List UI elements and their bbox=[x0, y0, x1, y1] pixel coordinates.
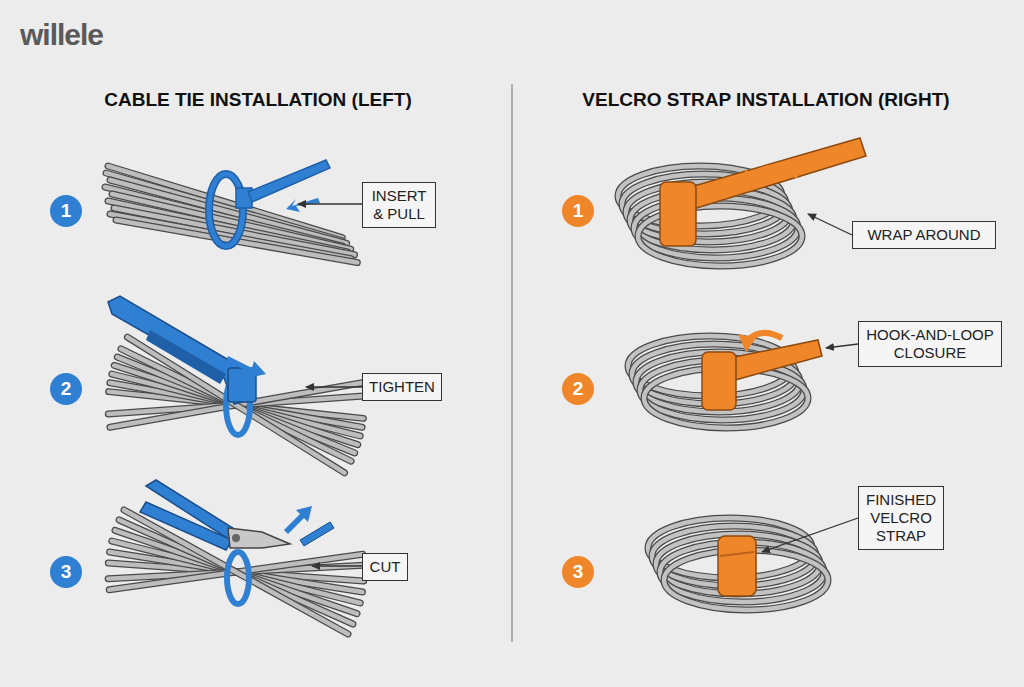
step-number: 3 bbox=[61, 561, 72, 583]
circle-shape bbox=[50, 195, 82, 227]
step-number-circle: 1 bbox=[561, 194, 595, 228]
callout-text: WRAP AROUND bbox=[867, 226, 980, 244]
tensioning-tool bbox=[226, 356, 266, 378]
callout-text: HOOK-AND-LOOP CLOSURE bbox=[863, 326, 997, 361]
step-number-circle: 3 bbox=[49, 555, 83, 589]
cable-bundle bbox=[108, 337, 363, 473]
circle-shape bbox=[562, 556, 594, 588]
callout-box: FINISHED VELCRO STRAP bbox=[858, 486, 944, 550]
step-number-circle: 2 bbox=[561, 372, 595, 406]
coiled-cable bbox=[648, 518, 828, 610]
logo-watermark: willele bbox=[20, 18, 220, 52]
callout-text: FINISHED VELCRO STRAP bbox=[863, 491, 939, 544]
cable-bundle bbox=[114, 208, 354, 255]
velcro-strap bbox=[744, 170, 762, 188]
velcro-strap bbox=[718, 536, 756, 596]
cable-bundle bbox=[124, 510, 348, 634]
step-number: 2 bbox=[573, 378, 584, 400]
leader-line bbox=[826, 344, 858, 348]
cable-bundle bbox=[108, 510, 364, 634]
step-number-circle: 3 bbox=[561, 555, 595, 589]
velcro-strap bbox=[702, 352, 736, 410]
leader-line bbox=[298, 203, 362, 204]
callout-box: HOOK-AND-LOOP CLOSURE bbox=[858, 321, 1002, 367]
velcro-strap bbox=[738, 334, 756, 352]
side-cutter bbox=[140, 480, 334, 604]
section-heading: VELCRO STRAP INSTALLATION (RIGHT) bbox=[516, 89, 1016, 111]
tensioning-tool bbox=[146, 330, 226, 384]
callout-text: CUT bbox=[370, 558, 401, 576]
cable-bundle bbox=[127, 337, 344, 473]
step-number: 1 bbox=[573, 200, 584, 222]
cable-tie bbox=[209, 160, 330, 246]
leader-line bbox=[762, 518, 858, 552]
velcro-strap bbox=[702, 333, 822, 410]
leader-line bbox=[808, 214, 852, 235]
circle-shape bbox=[562, 195, 594, 227]
cable-tie bbox=[209, 174, 243, 246]
circle-shape bbox=[562, 373, 594, 405]
side-cutter bbox=[227, 552, 249, 604]
callout-box: WRAP AROUND bbox=[852, 221, 996, 249]
velcro-strap bbox=[680, 138, 866, 210]
cable-tie bbox=[286, 198, 320, 212]
callout-box: INSERT & PULL bbox=[362, 182, 436, 228]
side-cutter bbox=[228, 528, 290, 548]
callout-text: TIGHTEN bbox=[369, 378, 435, 396]
circle-shape bbox=[50, 556, 82, 588]
circle-shape bbox=[50, 373, 82, 405]
side-cutter bbox=[300, 522, 334, 546]
divider-line bbox=[511, 84, 513, 642]
callout-box: CUT bbox=[362, 553, 408, 581]
leader-line bbox=[306, 386, 362, 387]
step-number-circle: 1 bbox=[49, 194, 83, 228]
tensioning-tool bbox=[108, 296, 266, 435]
side-cutter bbox=[140, 502, 232, 550]
step-number: 3 bbox=[573, 561, 584, 583]
callout-text: INSERT & PULL bbox=[367, 187, 431, 222]
leader-line bbox=[312, 565, 362, 566]
section-heading: CABLE TIE INSTALLATION (LEFT) bbox=[8, 89, 508, 111]
step-number: 2 bbox=[61, 378, 72, 400]
cable-tie bbox=[248, 160, 330, 202]
step-number-circle: 2 bbox=[49, 372, 83, 406]
velcro-strap bbox=[660, 182, 696, 246]
side-cutter bbox=[284, 506, 312, 534]
velcro-strap bbox=[718, 536, 756, 596]
cable-bundle bbox=[105, 166, 357, 263]
velcro-strap bbox=[720, 552, 754, 556]
side-cutter bbox=[232, 534, 240, 542]
step-number: 1 bbox=[61, 200, 72, 222]
velcro-strap bbox=[660, 138, 866, 246]
callout-box: TIGHTEN bbox=[362, 373, 442, 401]
cable-tie bbox=[209, 174, 243, 246]
